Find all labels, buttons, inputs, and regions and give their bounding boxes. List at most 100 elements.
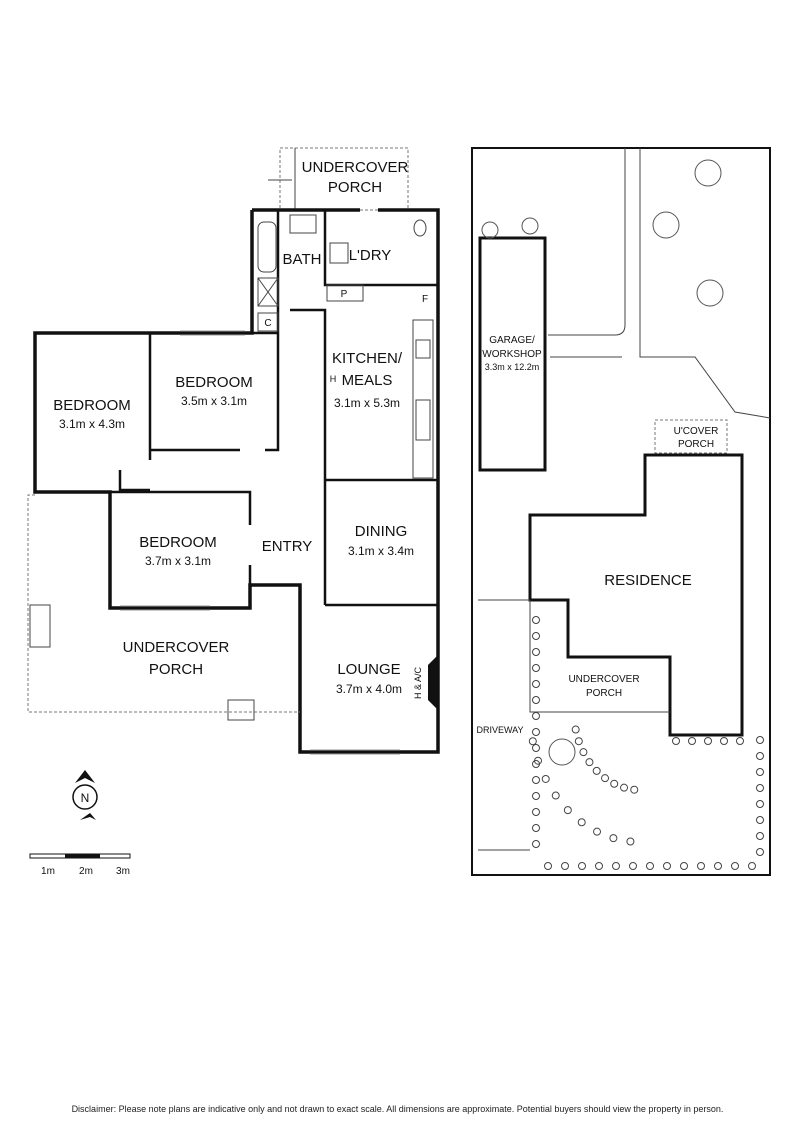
edging-dot [601, 774, 610, 783]
edging-dot [629, 862, 637, 870]
kitchen-bench [412, 319, 434, 479]
edging-dot [626, 837, 635, 846]
edging-dot [532, 712, 540, 720]
edging-dot [630, 785, 639, 794]
hvac-marker: H & A/C [413, 666, 423, 699]
edging-dot [731, 862, 739, 870]
room-label-bedroom-3: BEDROOM [139, 534, 217, 551]
garage-label-line2: WORKSHOP [482, 349, 542, 360]
edging-dot [756, 832, 764, 840]
edging-dot [577, 818, 586, 827]
edging-dot [532, 792, 540, 800]
edging-dot [756, 784, 764, 792]
edging-dot [561, 862, 569, 870]
ucover-porch-label-line2: PORCH [678, 439, 714, 450]
room-label-lounge: LOUNGE [337, 661, 400, 678]
room-label-line2: PORCH [149, 661, 203, 678]
edging-dot [544, 862, 552, 870]
edging-dot [756, 768, 764, 776]
edging-dot [563, 806, 572, 815]
room-label-kitchen: KITCHEN/ [332, 350, 403, 367]
sink [415, 399, 431, 441]
residence-building [528, 453, 744, 737]
edging-dot [532, 744, 540, 752]
edging-dot [736, 737, 744, 745]
site-undercover-porch-label-line2: PORCH [586, 688, 622, 699]
edging-dot [532, 776, 540, 784]
room-dims-bedroom-3: 3.7m x 3.1m [145, 554, 211, 568]
north-label: N [81, 791, 90, 805]
edging-dot [541, 774, 550, 783]
heater-marker: H [330, 374, 337, 384]
garden-edging [528, 616, 764, 870]
toilet [413, 219, 427, 237]
garage-label: GARAGE/ [489, 335, 535, 346]
edging-dot [528, 737, 537, 746]
residence-label: RESIDENCE [604, 572, 692, 589]
site-undercover-porch-label: UNDERCOVER [568, 674, 639, 685]
laundry-tub [329, 242, 349, 264]
scale-label-3m: 3m [116, 866, 130, 877]
scale-label-2m: 2m [79, 866, 93, 877]
room-label-undercover-porch: UNDERCOVER [123, 639, 230, 656]
edging-dot [756, 816, 764, 824]
driveway-label: DRIVEWAY [476, 725, 523, 735]
scale-bar: 1m 2m 3m [29, 853, 131, 877]
edging-dot [756, 752, 764, 760]
edging-dot [748, 862, 756, 870]
room-dims-bedroom-2: 3.5m x 3.1m [181, 394, 247, 408]
room-label-line2: MEALS [342, 372, 393, 389]
shower [257, 277, 279, 307]
edging-dot [574, 737, 583, 746]
edging-dot [532, 648, 540, 656]
pantry-marker: P [341, 289, 348, 300]
edging-dot [532, 808, 540, 816]
edging-dot [620, 783, 629, 792]
room-dims-lounge: 3.7m x 4.0m [336, 682, 402, 696]
edging-dot [534, 756, 543, 765]
room-dims-dining: 3.1m x 3.4m [348, 544, 414, 558]
room-label-line2: PORCH [328, 179, 382, 196]
room-label-bath: BATH [283, 251, 322, 268]
cooktop [415, 339, 431, 359]
room-label-dining: DINING [355, 523, 408, 540]
porch-steps-front [227, 699, 255, 721]
room-label-bedroom-2: BEDROOM [175, 374, 253, 391]
vanity [289, 214, 317, 234]
ucover-porch-label: U'COVER [674, 426, 719, 437]
fridge-marker: F [422, 294, 428, 305]
edging-dot [609, 834, 618, 843]
ucover-porch-outline [654, 419, 728, 454]
edging-dot [663, 862, 671, 870]
edging-dot [646, 862, 654, 870]
room-label-undercover-porch-top: UNDERCOVER [302, 159, 409, 176]
house-floor-plan: UNDERCOVER PORCH BATH L'DRY KITCHEN/ MEA… [27, 147, 440, 755]
edging-dot [680, 862, 688, 870]
cupboard-marker: C [264, 318, 271, 329]
edging-dot [551, 791, 560, 800]
edging-dot [697, 862, 705, 870]
edging-dot [532, 696, 540, 704]
disclaimer: Disclaimer: Please note plans are indica… [71, 1104, 724, 1114]
bathtub [257, 221, 277, 273]
front-porch-outline [27, 494, 300, 713]
edging-dot [532, 840, 540, 848]
room-dims-bedroom-1: 3.1m x 4.3m [59, 417, 125, 431]
garage-building [478, 236, 547, 472]
edging-dot [532, 824, 540, 832]
edging-dot [532, 680, 540, 688]
edging-dot [756, 736, 764, 744]
edging-dot [593, 827, 602, 836]
trees [481, 159, 724, 766]
edging-dot [532, 664, 540, 672]
garage-dims: 3.3m x 12.2m [485, 362, 540, 372]
edging-dot [571, 725, 580, 734]
edging-dot [532, 616, 540, 624]
room-label-laundry: L'DRY [349, 247, 392, 264]
edging-dot [585, 758, 594, 767]
edging-dot [532, 632, 540, 640]
room-label-entry: ENTRY [262, 538, 313, 555]
edging-dot [672, 737, 680, 745]
edging-dot [595, 862, 603, 870]
